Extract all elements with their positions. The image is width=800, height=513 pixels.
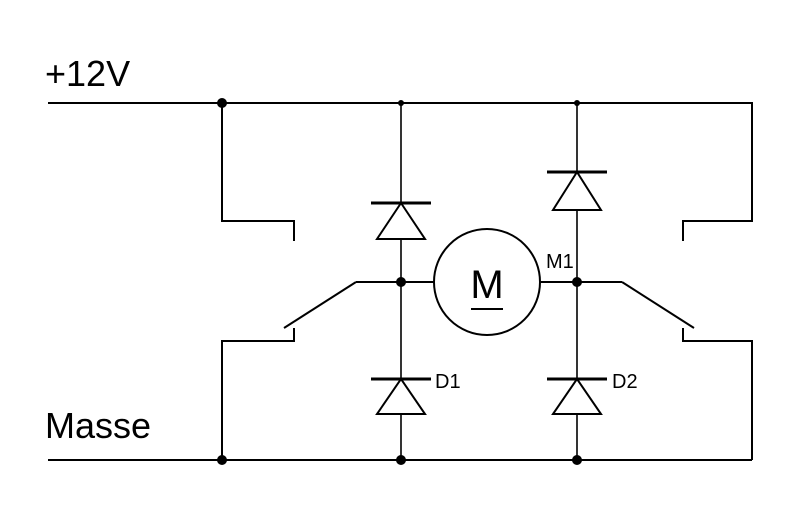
node-ground-left xyxy=(217,455,227,465)
node-motor-left xyxy=(396,277,406,287)
motor-m1: M xyxy=(433,228,541,336)
diode-upper-right xyxy=(547,170,607,211)
diode-d1 xyxy=(371,377,431,415)
node-supply-left xyxy=(217,98,227,108)
motor-ref-label: M1 xyxy=(546,251,574,273)
switch-bottom-left xyxy=(221,281,402,460)
diode-d2 xyxy=(547,377,607,415)
node-supply-mid-right xyxy=(574,100,580,106)
supply-rail-label: +12V xyxy=(45,53,130,94)
node-ground-mid-right xyxy=(572,455,582,465)
switch-top-left xyxy=(221,103,295,241)
diode-upper-left xyxy=(371,201,431,240)
diode-d2-label: D2 xyxy=(612,371,638,393)
node-supply-mid-left xyxy=(398,100,404,106)
junction-nodes xyxy=(217,98,582,465)
ground-rail-label: Masse xyxy=(45,405,151,446)
diode-d1-label: D1 xyxy=(435,371,461,393)
switch-top-right xyxy=(577,102,753,241)
node-ground-mid-left xyxy=(396,455,406,465)
switch-bottom-right xyxy=(577,281,753,460)
motor-symbol: M xyxy=(470,263,503,307)
node-motor-right xyxy=(572,277,582,287)
